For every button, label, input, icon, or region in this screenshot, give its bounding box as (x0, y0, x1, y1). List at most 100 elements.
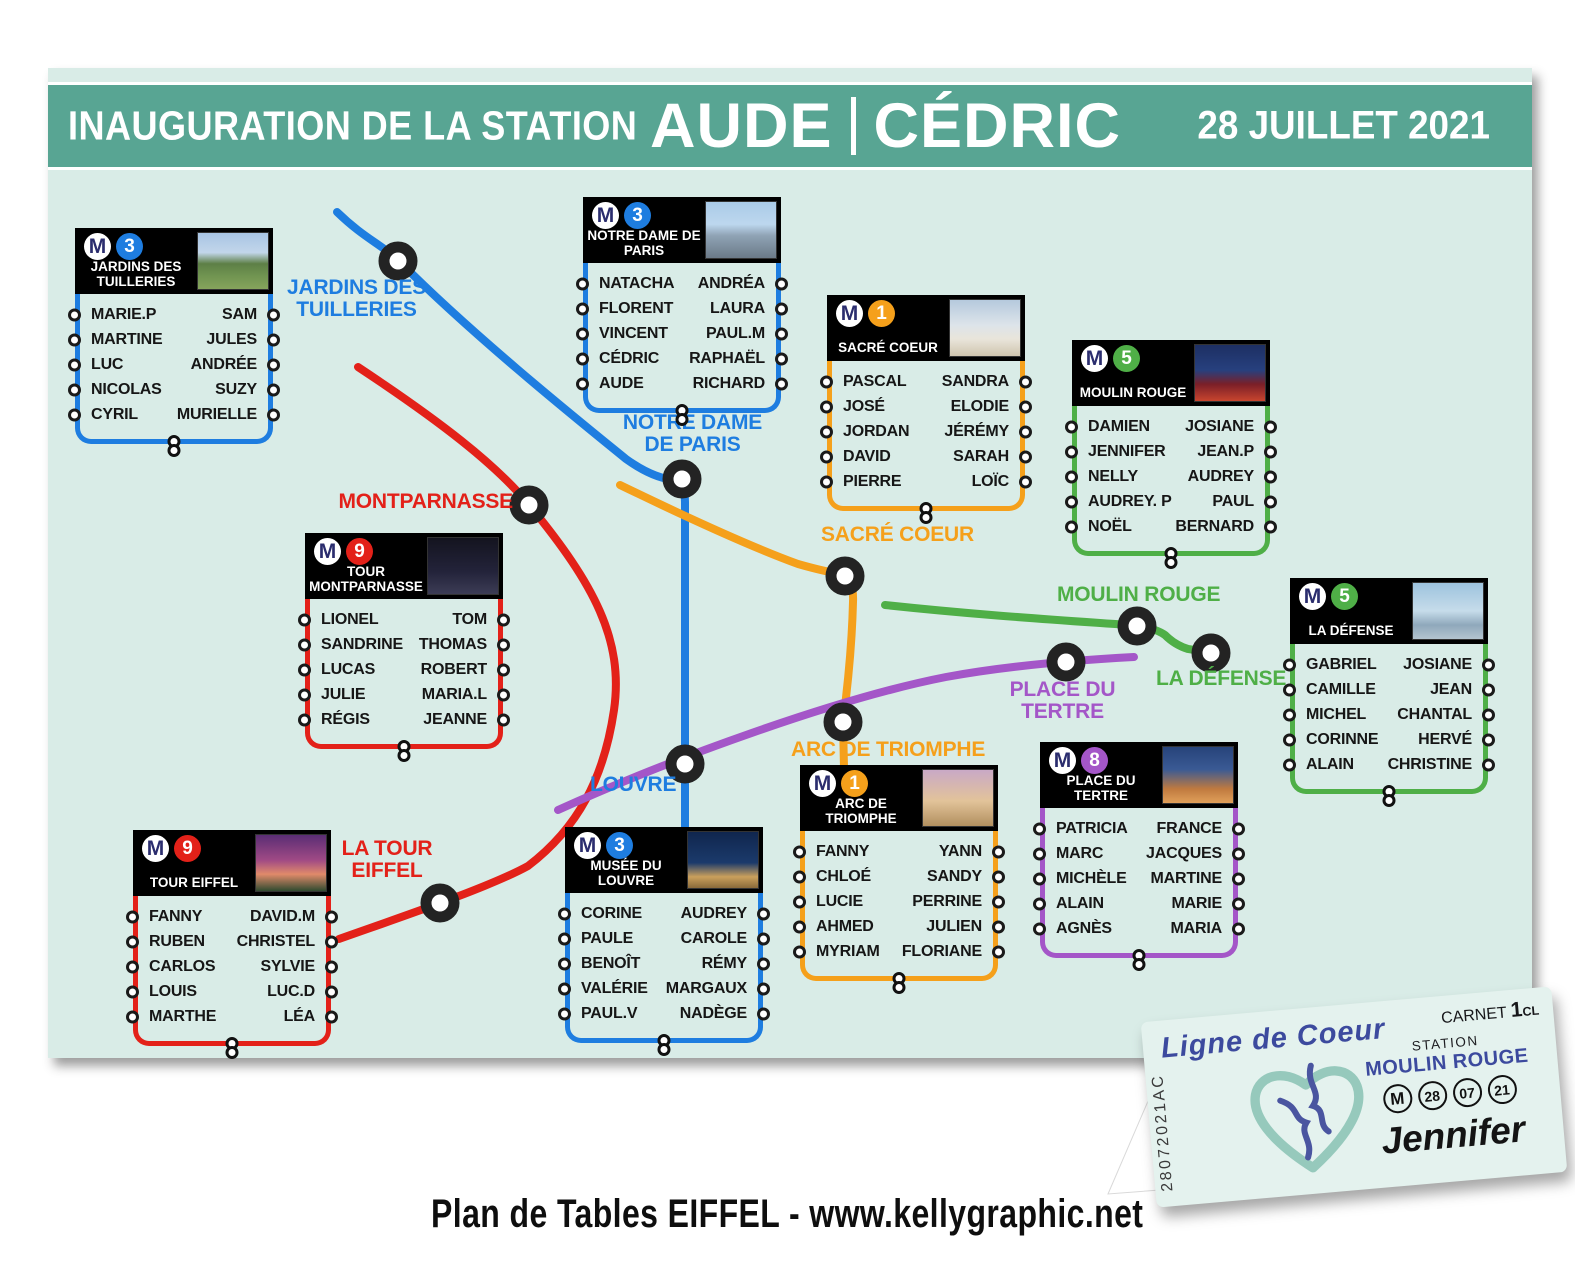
guest-name-right: LUC.D (267, 982, 315, 1000)
station-photo (1162, 746, 1234, 804)
seat-connector-icon (820, 375, 833, 388)
station-dot-la-defense (1191, 633, 1231, 673)
seat-connector-icon (325, 960, 338, 973)
station-card-header: M 3 NOTRE DAME DE PARIS (583, 197, 781, 263)
guest-name-right: JEAN (1430, 680, 1472, 698)
seat-connector-icon (298, 613, 311, 626)
seat-connector-icon (793, 920, 806, 933)
stamp-month: 07 (1451, 1076, 1483, 1109)
ticket-station-block: STATION MOULIN ROUGE M 28 07 21 Jennifer (1342, 1027, 1557, 1165)
seat-connector-icon (793, 870, 806, 883)
seat-connector-icon (992, 870, 1005, 883)
metro-logo-icon: M (1081, 345, 1108, 372)
guest-name-left: LUCAS (321, 660, 376, 678)
seat-connector-icon (775, 352, 788, 365)
guest-name-right: LOÏC (971, 472, 1010, 490)
seat-connector-icon (1264, 470, 1277, 483)
guest-name-right: JACQUES (1146, 844, 1222, 862)
guest-name-right: ANDRÉE (190, 355, 258, 373)
station-photo (687, 831, 759, 889)
line-number-badge: 1 (868, 300, 895, 327)
seat-connector-icon (558, 982, 571, 995)
station-dot-tour-eiffel (420, 883, 460, 923)
guest-name-right: CAROLE (680, 929, 748, 947)
seat-connector-icon (68, 308, 81, 321)
seat-connector-icon (576, 277, 589, 290)
metro-logo-icon: M (836, 300, 863, 327)
heart-logo (1250, 1062, 1364, 1173)
station-dot-arc-de-triomphe (823, 702, 863, 742)
stamp-day: 28 (1416, 1079, 1448, 1112)
seat-connector-icon (68, 333, 81, 346)
metro-logo-icon: M (574, 832, 601, 859)
metro-logo-icon: M (84, 233, 111, 260)
metro-logo-icon: M (1299, 583, 1326, 610)
guest-name-left: JENNIFER (1088, 442, 1166, 460)
seat-connector-icon (497, 663, 510, 676)
seat-connector-icon (1033, 897, 1046, 910)
guest-name-right: THOMAS (418, 635, 487, 653)
guest-name-left: DAMIEN (1088, 417, 1150, 435)
seat-connector-icon (757, 957, 770, 970)
metro-logo-icon: M (314, 538, 341, 565)
guest-name-right: SAM (222, 305, 257, 323)
guest-name-left: FLORENT (599, 299, 674, 317)
metro-line-9-path (335, 363, 620, 943)
guest-name-right: YANN (938, 842, 982, 860)
guest-name-right: FRANCE (1156, 819, 1223, 837)
seat-connector-icon (757, 982, 770, 995)
guest-name-right: AUDREY (680, 904, 748, 922)
guest-name-left: MICHEL (1306, 705, 1367, 723)
guest-name-left: JULIE (321, 685, 366, 703)
seat-connector-icon (1019, 425, 1032, 438)
guest-name-right: LÉA (283, 1007, 316, 1025)
seat-connector-icon (1482, 733, 1495, 746)
seat-connector-icon (298, 638, 311, 651)
guest-name-right: JULES (206, 330, 257, 348)
station-dot-place-du-tertre (1046, 642, 1086, 682)
terminus-icon (1164, 547, 1178, 569)
seat-connector-icon (558, 932, 571, 945)
station-label-arc-de-triomphe: ARC DE TRIOMPHE (791, 738, 986, 761)
guest-name-right: CHRISTINE (1387, 755, 1473, 773)
terminus-icon (167, 435, 181, 457)
seat-connector-icon (1264, 495, 1277, 508)
station-photo (1412, 582, 1484, 640)
metro-line-1-path (616, 481, 858, 772)
terminus-icon (657, 1034, 671, 1056)
station-photo (705, 201, 777, 259)
guest-name-left: MICHÈLE (1056, 869, 1127, 887)
guest-name-right: JOSIANE (1403, 655, 1472, 673)
seat-connector-icon (1482, 758, 1495, 771)
guest-name-right: RICHARD (692, 374, 766, 392)
place-card-ticket: Ligne de Coeur CARNET 1CL 28072021AC STA… (1098, 986, 1570, 1208)
seat-connector-icon (298, 663, 311, 676)
seat-connector-icon (820, 400, 833, 413)
seat-connector-icon (1232, 847, 1245, 860)
seat-connector-icon (68, 383, 81, 396)
seat-connector-icon (992, 945, 1005, 958)
metro-logo-icon: M (142, 835, 169, 862)
station-dot-montparnasse (509, 485, 549, 525)
guest-name-left: LIONEL (321, 610, 379, 628)
station-card-title: MUSÉE DU LOUVRE (590, 858, 662, 888)
line-number-badge: 9 (174, 835, 201, 862)
guest-name-right: MARGAUX (665, 979, 747, 997)
seat-connector-icon (497, 638, 510, 651)
